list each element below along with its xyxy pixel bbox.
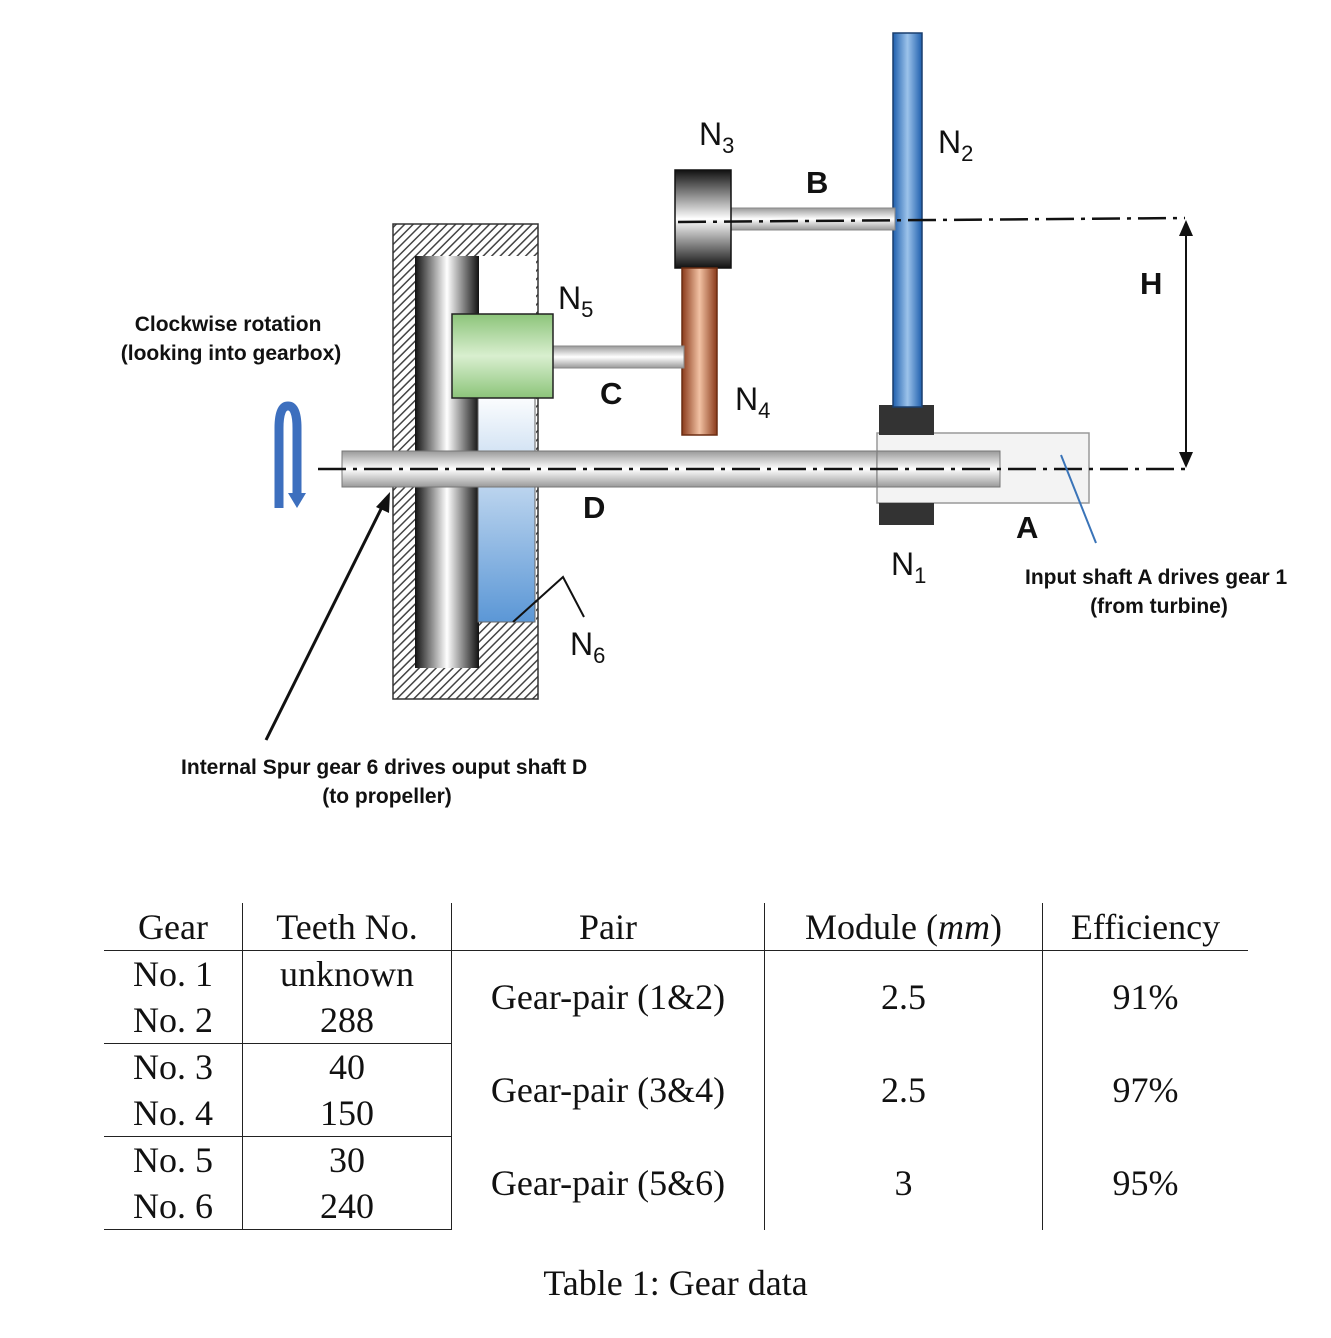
- label-n1: N1: [891, 546, 926, 588]
- shaft-c: [551, 345, 685, 369]
- efficiency-cell: 97%: [1112, 1070, 1179, 1110]
- gear-cell: No. 1: [104, 950, 243, 997]
- gear-cell: No. 6: [104, 1183, 243, 1230]
- label-h: H: [1140, 266, 1162, 301]
- teeth-cell: 288: [242, 997, 452, 1044]
- table-row: No. 1 unknown Gear-pair (1&2) 2.5 91%: [104, 950, 1248, 1044]
- header-module: Module (mm): [764, 903, 1043, 951]
- label-shaft-a: A: [1016, 510, 1038, 545]
- gear-4: [681, 267, 718, 436]
- label-shaft-c: C: [600, 376, 622, 411]
- n6-leader-line: [512, 575, 585, 623]
- gear-1: [879, 405, 934, 525]
- pair-cell: Gear-pair (5&6): [451, 1136, 765, 1230]
- teeth-cell: 240: [242, 1183, 452, 1230]
- gear-data-table: Gear Teeth No. Pair Module (mm) Efficien…: [104, 903, 1248, 1230]
- gear-5: [451, 313, 554, 399]
- module-cell: 2.5: [764, 1043, 1043, 1137]
- header-efficiency: Efficiency: [1042, 903, 1248, 951]
- module-cell: 3: [764, 1136, 1043, 1230]
- table-row: No. 2 288: [104, 997, 1248, 1044]
- label-n5: N5: [558, 280, 593, 322]
- efficiency-cell: 91%: [1112, 977, 1179, 1018]
- header-gear: Gear: [104, 903, 243, 951]
- label-shaft-d: D: [583, 490, 605, 525]
- gear-3: [674, 169, 732, 269]
- annotation-output: Internal Spur gear 6 drives ouput shaft …: [181, 756, 593, 808]
- table-header-row: Gear Teeth No. Pair Module (mm) Efficien…: [104, 903, 1248, 951]
- annotation-input: Input shaft A drives gear 1 (from turbin…: [1025, 566, 1293, 618]
- annotation-rotation: Clockwise rotation (looking into gearbox…: [121, 313, 342, 365]
- efficiency-cell: 95%: [1112, 1163, 1179, 1203]
- rotation-arrow-icon: [274, 401, 306, 508]
- label-n2: N2: [938, 124, 973, 166]
- gear-cell: No. 2: [104, 997, 243, 1044]
- teeth-cell: 30: [242, 1136, 452, 1183]
- gear-cell: No. 5: [104, 1136, 243, 1183]
- gear-cell: No. 3: [104, 1043, 243, 1090]
- gear-6-internal: [477, 391, 536, 623]
- table-row: No. 5 30 Gear-pair (5&6) 3 95%: [104, 1136, 1248, 1230]
- output-leader-arrow: [264, 492, 390, 741]
- gear-cell: No. 4: [104, 1090, 243, 1137]
- pair-cell: Gear-pair (1&2): [451, 950, 765, 1044]
- teeth-cell: 40: [242, 1043, 452, 1090]
- center-lines: [318, 216, 1186, 471]
- header-pair: Pair: [451, 903, 765, 951]
- gearbox-diagram: H N3 N2 N5 N4 N1 N6 B C D A Clockwise ro…: [121, 32, 1293, 808]
- module-cell: 2.5: [764, 950, 1043, 1044]
- header-teeth: Teeth No.: [242, 903, 452, 951]
- teeth-cell: 150: [242, 1090, 452, 1137]
- input-leader-line: [1060, 454, 1097, 544]
- table-row: No. 6 240: [104, 1183, 1248, 1230]
- table-row: No. 4 150: [104, 1090, 1248, 1137]
- dimension-h: [1179, 220, 1193, 468]
- table-caption: Table 1: Gear data: [543, 1263, 808, 1303]
- table-row: No. 3 40 Gear-pair (3&4) 2.5 97%: [104, 1043, 1248, 1137]
- teeth-cell: unknown: [242, 950, 452, 997]
- label-n6: N6: [570, 626, 605, 668]
- shaft-b: [729, 207, 896, 231]
- label-n4: N4: [735, 381, 770, 423]
- label-n3: N3: [699, 116, 734, 158]
- label-shaft-b: B: [806, 165, 828, 200]
- pair-cell: Gear-pair (3&4): [451, 1043, 765, 1137]
